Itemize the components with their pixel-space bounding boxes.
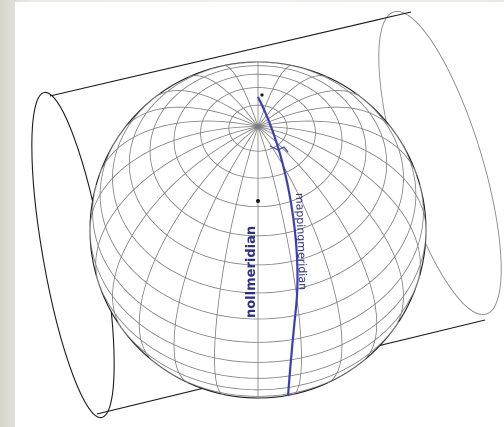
- meridian-line: [173, 126, 259, 384]
- meridian-line: [138, 126, 259, 364]
- graticule: [89, 61, 427, 398]
- meridian-line: [152, 90, 259, 127]
- meridian-line: [89, 126, 258, 231]
- meridian-line: [257, 120, 418, 176]
- cylinder-top-edge: [49, 11, 412, 97]
- globe: [89, 61, 427, 399]
- meridian-marker: [269, 145, 289, 153]
- meridian-line: [214, 126, 259, 395]
- meridian-line: [98, 120, 259, 176]
- meridian-line: [257, 75, 328, 127]
- meridian-line: [257, 126, 343, 384]
- meridian-line: [120, 106, 259, 133]
- meridian-line: [188, 75, 259, 127]
- meridian-line: [258, 126, 427, 231]
- meridian-line: [257, 90, 364, 127]
- north-pole-point: [260, 93, 264, 97]
- center-point: [256, 199, 260, 203]
- meridian-line: [257, 126, 378, 364]
- meridian-line: [222, 65, 259, 127]
- null-meridian-label: nollmeridian: [244, 226, 259, 318]
- meridian-line: [257, 65, 294, 127]
- meridians: [89, 62, 427, 398]
- meridian-line: [95, 126, 259, 286]
- meridian-line: [257, 126, 404, 331]
- meridian-line: [112, 126, 259, 331]
- mapping-meridian-label: mappingmeridian: [293, 193, 309, 291]
- meridian-line: [257, 126, 421, 286]
- meridian-line: [257, 106, 396, 133]
